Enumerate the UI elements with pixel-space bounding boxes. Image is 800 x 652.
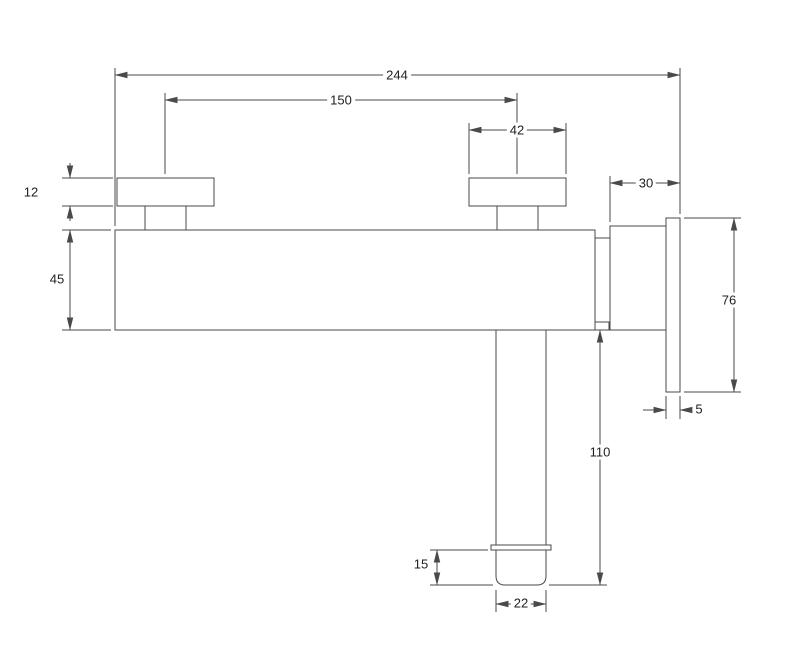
coupler xyxy=(594,237,611,323)
dim-label-body-height: 45 xyxy=(46,271,68,287)
right-flange xyxy=(468,177,567,207)
aerator-ring xyxy=(490,544,552,551)
dim-spout-drop xyxy=(549,329,607,586)
dim-flange-height xyxy=(62,163,113,221)
dim-label-plate-thickness: 5 xyxy=(692,401,706,417)
dim-label-spout-width: 22 xyxy=(510,595,532,611)
wall-plate xyxy=(665,217,681,393)
dim-overall-width xyxy=(114,68,681,226)
part-outline xyxy=(114,177,681,586)
dim-label-wall-offset: 30 xyxy=(635,175,657,191)
dim-label-mount-centers: 150 xyxy=(327,92,355,108)
dim-tip-height xyxy=(430,549,493,586)
mixer-body xyxy=(114,229,596,331)
dim-label-overall-width: 244 xyxy=(383,67,411,83)
aerator-tip xyxy=(495,550,547,586)
coupler-step xyxy=(594,321,610,331)
dim-label-tip-height: 15 xyxy=(410,556,432,572)
dim-plate-height xyxy=(684,217,741,393)
dim-plate-thickness xyxy=(643,396,693,419)
wall-arm xyxy=(609,225,667,331)
dim-mount-centers xyxy=(164,93,518,174)
left-stem xyxy=(144,205,187,231)
dim-body-height xyxy=(62,229,111,331)
right-stem xyxy=(496,205,539,231)
dim-label-plate-height: 76 xyxy=(718,292,740,308)
left-flange xyxy=(116,177,215,207)
dim-label-spout-drop: 110 xyxy=(586,444,614,460)
dim-label-flange-width: 42 xyxy=(506,122,528,138)
dim-label-flange-height: 12 xyxy=(20,184,42,200)
